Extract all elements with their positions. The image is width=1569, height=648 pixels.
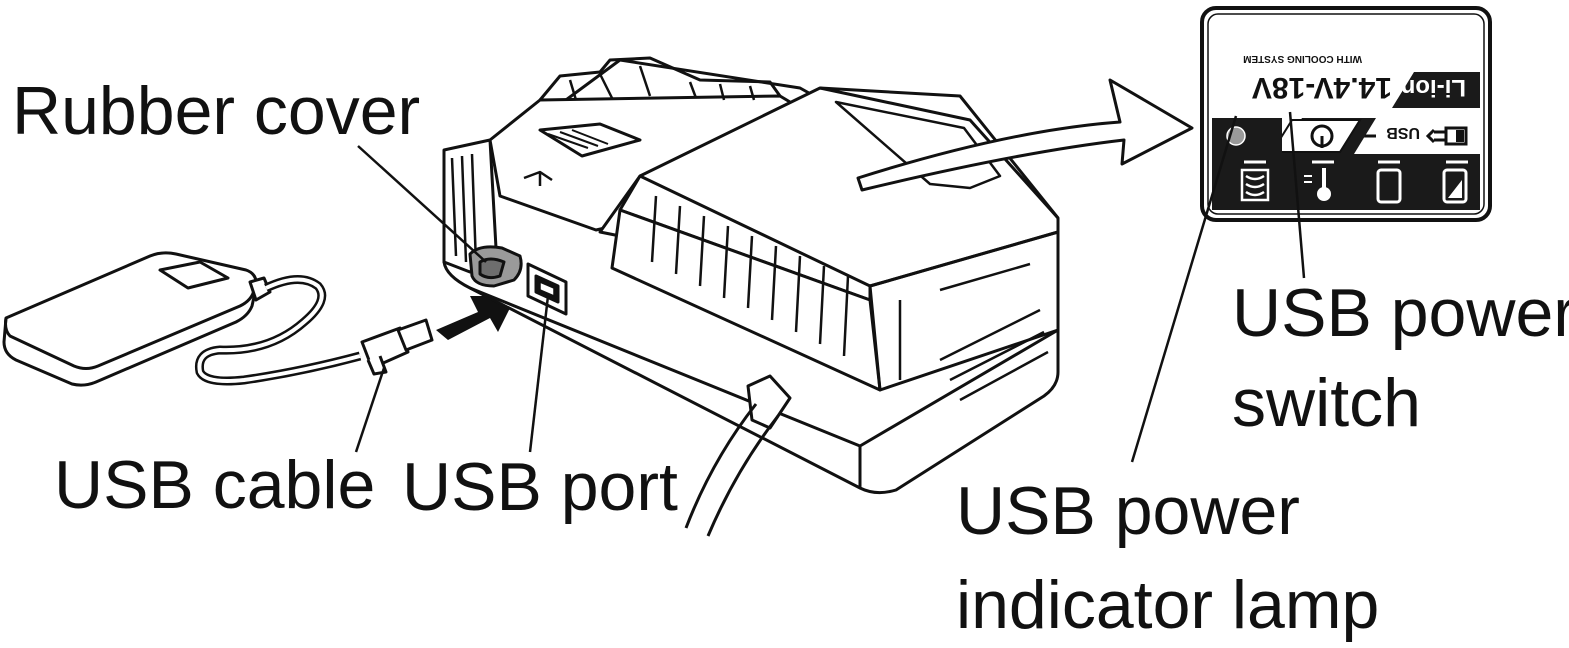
heat-warning-icon	[1240, 168, 1270, 202]
leader-lines	[354, 111, 1306, 463]
leader-usb-switch	[1288, 111, 1306, 279]
usb-plug-icon	[1425, 126, 1468, 146]
battery-empty-icon	[1376, 168, 1402, 204]
control-panel: Li-ion 14.4V-18V WITH COOLING SYSTEM USB	[1200, 6, 1492, 222]
liion-badge	[1392, 72, 1480, 108]
power-bank	[2, 251, 272, 387]
label-usb-cable: USB cable	[54, 447, 375, 523]
thermometer-icon	[1317, 187, 1331, 201]
voltage-label: 14.4V-18V	[1252, 71, 1392, 104]
cooling-label: WITH COOLING SYSTEM	[1243, 53, 1362, 64]
label-usb-power-switch-line1: USB power	[1232, 275, 1569, 351]
insert-arrow	[436, 296, 516, 340]
leader-usb-lamp	[1130, 115, 1238, 463]
label-usb-indicator-line1: USB power	[956, 473, 1300, 549]
liion-label: Li-ion	[1401, 74, 1466, 101]
usb-cable	[194, 275, 434, 386]
leader-rubber-cover	[357, 145, 487, 263]
leader-usb-port	[528, 295, 550, 453]
power-cord	[684, 403, 780, 537]
label-usb-power-switch-line2: switch	[1232, 365, 1421, 441]
callout-arrow	[856, 78, 1194, 192]
label-usb-indicator-line2: indicator lamp	[956, 567, 1379, 643]
label-rubber-cover: Rubber cover	[12, 73, 420, 149]
usb-port	[526, 262, 568, 316]
label-usb-port: USB port	[402, 449, 678, 525]
leader-usb-cable	[354, 367, 386, 453]
rubber-cover	[468, 245, 523, 288]
usb-strip-label: USB	[1386, 124, 1420, 141]
battery-full-icon	[1442, 168, 1468, 204]
